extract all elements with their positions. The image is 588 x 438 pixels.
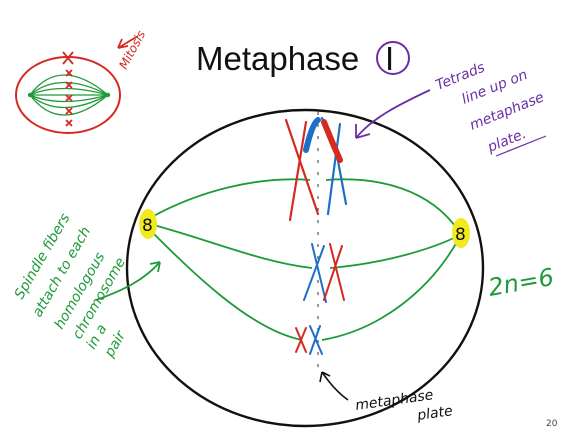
mitosis-pole-left [27, 92, 33, 98]
title-group: Metaphase I [196, 40, 410, 77]
mitosis-pole-right [105, 92, 111, 98]
centrosome-left-highlight [139, 209, 157, 239]
ploidy-label: 2n=6 [486, 263, 556, 302]
mitosis-spindle [29, 74, 109, 116]
tetrads-underline [495, 135, 547, 157]
spindle-fibers [149, 178, 459, 341]
spindle-arrow [95, 261, 161, 301]
centrosome-right: 8 [452, 218, 470, 248]
tetrad-large [284, 116, 348, 222]
tetrad-small [295, 325, 323, 355]
spindle-fiber-mid-left [149, 223, 313, 269]
tetrad-medium [303, 243, 345, 303]
mitosis-chromosomes [62, 51, 74, 127]
spindle-fiber-bottom-right [321, 239, 459, 341]
metaphase-plate-line-2: plate [415, 403, 453, 424]
mitosis-inset: Mitosis [15, 28, 148, 134]
spindle-fiber-bottom-left [149, 229, 303, 341]
centrosome-right-highlight [452, 218, 470, 248]
spindle-fiber-top-right [325, 178, 459, 231]
centrosome-left: 8 [139, 209, 157, 239]
spindle-fiber-top-left [149, 178, 311, 219]
page-number: 20 [546, 419, 558, 429]
spindle-fiber-mid-right [329, 235, 459, 269]
tetrads-arrow [355, 89, 431, 139]
cell-outline [125, 108, 485, 428]
metaphase-plate-arrow [319, 371, 349, 401]
title-text: Metaphase [196, 40, 359, 77]
title-numeral-circle [376, 41, 410, 75]
title-numeral: I [385, 40, 394, 77]
metaphase-plate-annotation: metaphase plate [319, 371, 454, 424]
mitosis-arrow [117, 35, 139, 49]
spindle-annotation: Spindle fibers attach to each homologous… [12, 211, 161, 361]
mitosis-label: Mitosis [116, 28, 148, 71]
centriole-left-glyph: 8 [142, 216, 153, 236]
centriole-right-glyph: 8 [455, 225, 466, 245]
